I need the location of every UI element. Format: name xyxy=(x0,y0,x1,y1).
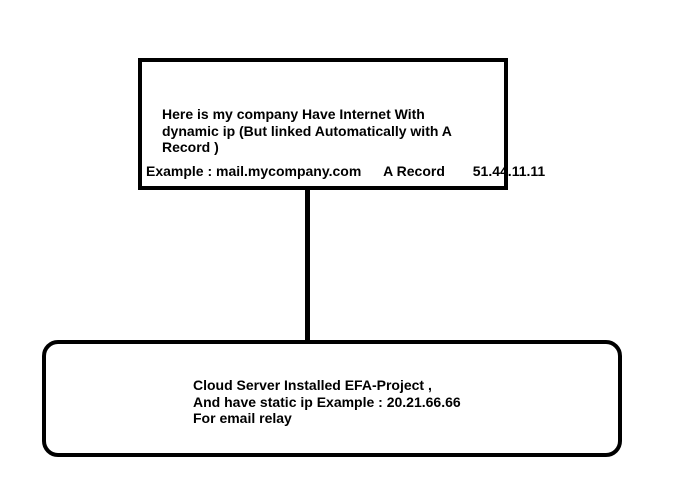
dns-example-row: Example : mail.mycompany.com A Record 51… xyxy=(146,163,545,180)
company-network-line-1: Here is my company Have Internet With xyxy=(162,106,425,122)
company-network-description: Here is my company Have Internet With dy… xyxy=(162,106,452,156)
cloud-server-description: Cloud Server Installed EFA-Project , And… xyxy=(193,377,461,427)
connector-line xyxy=(305,190,310,341)
cloud-server-box xyxy=(42,340,622,457)
dns-record-ip: 51.44.11.11 xyxy=(472,163,546,179)
company-network-line-2: dynamic ip (But linked Automatically wit… xyxy=(162,122,452,139)
dns-example-label: Example : mail.mycompany.com xyxy=(146,163,362,179)
cloud-server-line-2: And have static ip Example : 20.21.66.66 xyxy=(193,393,461,410)
dns-record-type: A Record xyxy=(383,163,445,179)
cloud-server-line-1: Cloud Server Installed EFA-Project , xyxy=(193,377,432,393)
company-network-line-3: Record ) xyxy=(162,139,219,155)
company-network-box xyxy=(138,58,508,190)
cloud-server-line-3: For email relay xyxy=(193,410,292,426)
